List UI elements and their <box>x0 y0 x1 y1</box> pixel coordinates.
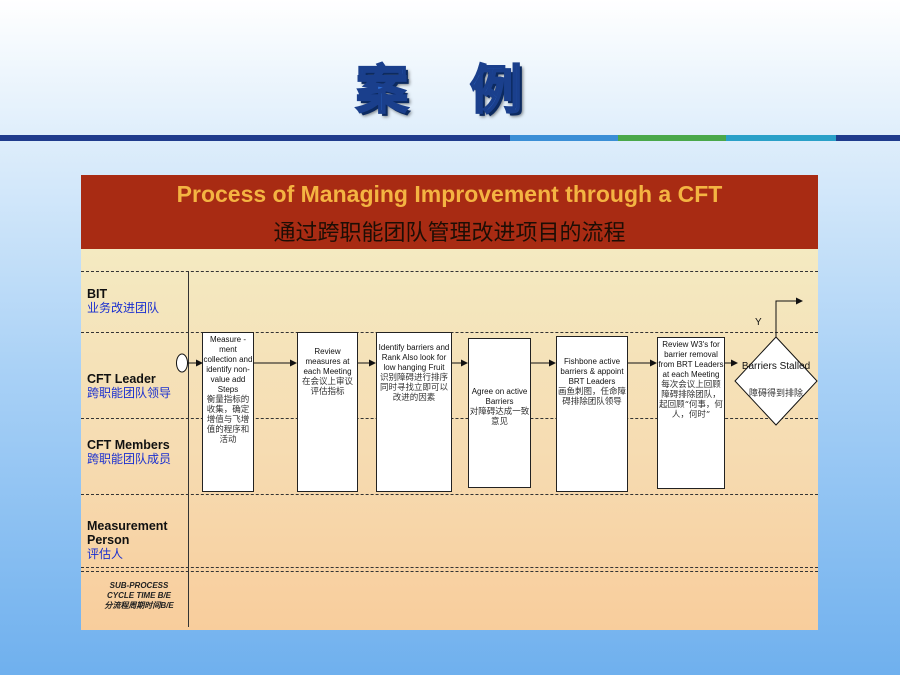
process-diagram: Process of Managing Improvement through … <box>81 175 818 630</box>
step-text-zh: 衡量指标的收集，确定增值与飞增值的程序和活动 <box>206 395 250 445</box>
step-text-zh: 每次会议上回顾障碍排除团队，起回顾“何事，何人，何时” <box>659 380 723 420</box>
decision-diamond <box>734 336 818 426</box>
slide-title: 案 例 <box>355 60 545 122</box>
lane-label: CFT Members <box>87 438 170 452</box>
sub-process-label: SUB-PROCESS CYCLE TIME B/E 分流程周期时间B/E <box>89 581 189 611</box>
diagram-header: Process of Managing Improvement through … <box>81 175 818 249</box>
diagram-title-zh: 通过跨职能团队管理改进项目的流程 <box>273 221 626 246</box>
lane-bit: BIT 业务改进团队 <box>87 287 159 315</box>
step-text: Review measures at each Meeting <box>303 347 352 376</box>
decision-label-en: Barriers Stalled <box>742 361 810 372</box>
divider-bar-blue <box>510 135 618 141</box>
step-text-zh: 识别障碍进行排序同时寻找立即可以改进的因素 <box>379 373 448 403</box>
step-text-zh: 在会议上审议评估指标 <box>301 377 353 397</box>
step-review-measures: Review measures at each Meeting 在会议上审议评估… <box>297 332 358 492</box>
decision-label-zh: 障碍得到排除 <box>749 387 803 399</box>
yes-arrow <box>775 297 803 337</box>
sub-process-line: SUB-PROCESS <box>109 581 169 590</box>
sub-process-line: CYCLE TIME B/E <box>106 591 171 600</box>
lane-cft-members: CFT Members 跨职能团队成员 <box>87 438 182 466</box>
lane-measurement-person: Measurement Person 评估人 <box>87 519 182 561</box>
lane-label: Measurement Person <box>87 519 168 547</box>
step-text-zh: 对障碍达成一致意见 <box>469 407 530 427</box>
step-identify-barriers: Identify barriers and Rank Also look for… <box>376 332 452 492</box>
lane-label: CFT Leader <box>87 372 156 386</box>
step-text: Identify barriers and Rank Also look for… <box>378 343 450 372</box>
diagram-title-en: Process of Managing Improvement through … <box>176 181 723 207</box>
lane-divider <box>81 571 818 572</box>
divider-bar-teal <box>726 135 836 141</box>
lane-label-zh: 跨职能团队领导 <box>87 386 172 400</box>
lane-divider <box>81 271 818 272</box>
divider-bar-navy-end <box>836 135 900 141</box>
divider-bar-green <box>618 135 726 141</box>
flow-connectors: Y Barriers Stalled 障碍得到排除 <box>176 297 818 426</box>
step-review-w3s: Review W3's for barrier removal from BRT… <box>657 337 725 489</box>
lane-label: BIT <box>87 287 108 301</box>
lane-label-divider <box>188 271 189 627</box>
lane-cft-leader: CFT Leader 跨职能团队领导 <box>87 372 171 400</box>
step-text-zh: 画鱼刺图，任命障碍排除团队领导 <box>557 387 626 407</box>
step-text: Measure -ment collection and identify no… <box>203 335 253 394</box>
step-agree-barriers: Agree on active Barriers 对障碍达成一致意见 <box>468 338 531 488</box>
lane-label-zh: 跨职能团队成员 <box>87 452 172 466</box>
lane-label-zh: 业务改进团队 <box>87 301 160 315</box>
step-measurement-collection: Measure -ment collection and identify no… <box>202 332 254 492</box>
lane-label-zh: 评估人 <box>87 547 124 561</box>
start-node <box>176 353 188 373</box>
step-text: Agree on active Barriers <box>471 387 528 406</box>
sub-process-line: 分流程周期时间B/E <box>104 601 174 610</box>
step-fishbone: Fishbone active barriers & appoint BRT L… <box>556 336 628 492</box>
yes-label: Y <box>755 317 762 328</box>
step-text: Review W3's for barrier removal from BRT… <box>658 340 724 379</box>
lane-divider <box>81 567 818 568</box>
lane-divider <box>81 494 818 495</box>
divider-bar-navy <box>0 135 510 141</box>
step-text: Fishbone active barriers & appoint BRT L… <box>560 357 624 386</box>
